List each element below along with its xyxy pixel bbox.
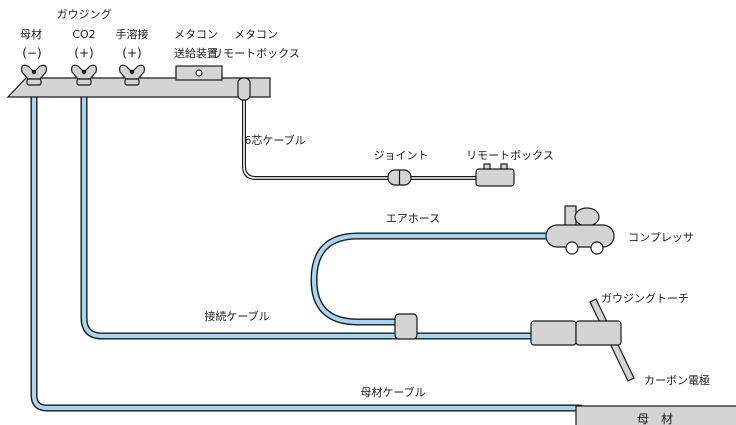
gouging-torch[interactable] (530, 298, 635, 382)
remote-box-terminal-label-line1: メタコン (234, 28, 278, 41)
base-metal-terminal-label: 母材 (20, 27, 42, 41)
remote-box-plug[interactable] (237, 77, 251, 101)
compressor-label: コンプレッサ (628, 231, 694, 244)
base-metal-polarity: (−) (22, 46, 41, 60)
base-metal-plate-label: 母 材 (637, 412, 673, 425)
air-hose-label: エアホース (386, 212, 440, 225)
cable-junction (394, 313, 418, 340)
six-core-cable (242, 98, 478, 180)
hand-welding-polarity: (+) (122, 46, 141, 60)
feeder-label-line2: 送給装置 (174, 46, 218, 60)
six-core-cable-label: 6芯ケーブル (244, 133, 305, 147)
hand-welding-terminal-label: 手溶接 (116, 27, 149, 41)
gouging-header-label: ガウジング (57, 7, 112, 21)
feeder-connector-socket (195, 69, 203, 77)
connection-cable-label: 接続ケーブル (204, 309, 269, 323)
base-metal-cable-label: 母材ケーブル (360, 385, 425, 399)
hand-welding-terminal[interactable] (119, 64, 145, 86)
gouging-torch-label: ガウジングトーチ (601, 291, 689, 305)
connection-cable (80, 83, 539, 340)
co2-terminal[interactable] (71, 64, 97, 86)
remote-box-terminal-label-line2: リモートボックス (212, 47, 300, 60)
air-hose (310, 232, 552, 326)
remote-box-label: リモートボックス (466, 149, 554, 162)
base-metal-cable (30, 83, 584, 412)
feeder-label-line1: メタコン (174, 28, 218, 41)
base-metal-terminal[interactable] (21, 64, 47, 86)
remote-box[interactable] (475, 163, 515, 187)
co2-terminal-label: CO2 (72, 28, 95, 41)
carbon-electrode-label: カーボン電極 (644, 373, 710, 387)
base-metal-plate (575, 405, 736, 425)
compressor (545, 205, 615, 255)
co2-polarity: (+) (74, 46, 93, 60)
control-panel (6, 77, 271, 98)
joint-label: ジョイント (374, 149, 429, 162)
